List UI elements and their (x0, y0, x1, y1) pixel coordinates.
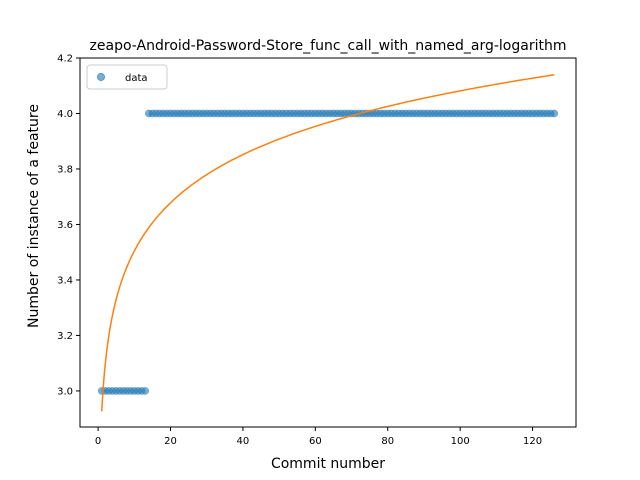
data-point (550, 109, 559, 118)
plot-area (79, 57, 577, 428)
y-tick-label: 4.0 (57, 109, 73, 120)
x-tick-label: 20 (164, 436, 177, 447)
x-tick-label: 80 (381, 436, 394, 447)
legend-marker (96, 72, 106, 82)
x-tick-label: 100 (451, 436, 470, 447)
fit-line (100, 74, 555, 412)
chart-title: zeapo-Android-Password-Store_func_call_w… (90, 38, 567, 54)
legend-box (86, 64, 168, 90)
data-point (141, 387, 150, 395)
y-tick-label: 3.6 (57, 220, 73, 231)
x-axis-label: Commit number (271, 456, 385, 472)
x-tick-label: 0 (95, 436, 101, 447)
y-axis: 3.0 3.2 3.4 3.6 3.8 4.0 4.2 (57, 54, 80, 397)
y-tick-label: 3.8 (57, 164, 73, 175)
x-axis: 0 20 40 60 80 100 120 (95, 427, 542, 447)
y-tick-label: 3.4 (57, 275, 73, 286)
y-tick-label: 3.0 (57, 386, 73, 397)
x-tick-label: 120 (523, 436, 542, 447)
y-tick-label: 3.2 (57, 331, 73, 342)
x-tick-label: 60 (309, 436, 322, 447)
legend-label: data (125, 73, 148, 84)
legend: data (86, 64, 168, 90)
x-tick-label: 40 (237, 436, 250, 447)
y-axis-label: Number of instance of a feature (26, 104, 42, 328)
axes-frame (79, 57, 577, 428)
y-tick-label: 4.2 (57, 54, 73, 65)
